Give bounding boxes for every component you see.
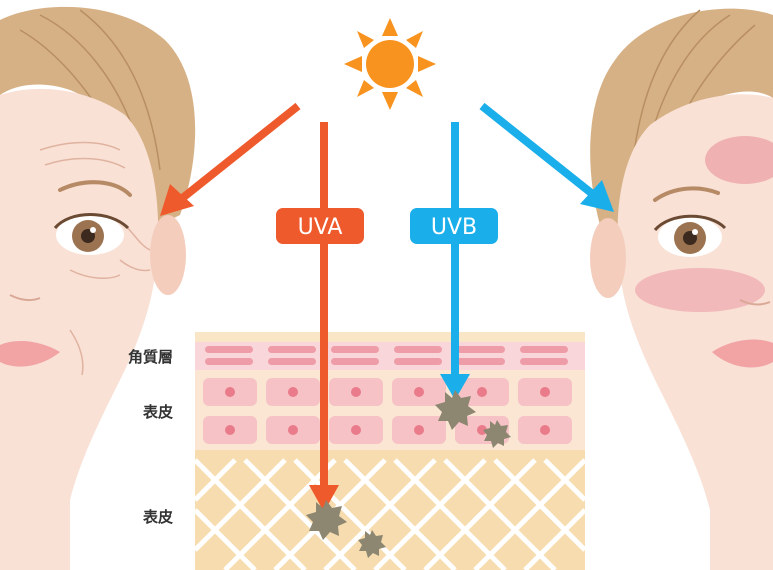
corneum-cells — [205, 346, 568, 365]
right-face-lips — [712, 339, 773, 368]
uvb-label-text: UVB — [431, 215, 477, 240]
left-face-ear — [150, 215, 186, 295]
left-face-wrinkles — [39, 141, 151, 376]
right-face-eyebrow — [653, 186, 720, 202]
right-face-sunburn-forehead — [705, 136, 773, 184]
right-face-sunburn-cheek — [635, 268, 765, 312]
left-face-eye-shine — [90, 227, 96, 233]
label-epidermis: 表皮 — [143, 403, 173, 421]
uva-label: UVA — [276, 208, 364, 244]
uva-rays: UVA — [160, 102, 364, 512]
right-face-eyelashes — [653, 214, 727, 232]
left-face-eyelashes — [53, 213, 130, 230]
left-face-lips — [0, 340, 60, 367]
damage-spot-epidermis-1 — [435, 390, 476, 430]
sun-icon — [344, 18, 436, 110]
damage-spot-epidermis-2 — [483, 420, 511, 448]
uva-arrow-to-face — [177, 102, 301, 204]
uvb-arrowhead-face — [580, 180, 614, 212]
uva-arrowhead-skin — [309, 485, 339, 512]
uvb-arrowhead-skin — [440, 374, 470, 400]
left-face-eyebrow — [58, 180, 132, 197]
uva-arrowhead-face — [160, 184, 194, 216]
uvb-label: UVB — [410, 208, 498, 244]
label-dermis: 表皮 — [143, 508, 173, 526]
epidermis-cells — [203, 378, 572, 444]
uvb-arrow-to-face — [479, 102, 598, 200]
damage-spot-dermis-2 — [358, 530, 386, 558]
left-face-skin — [0, 88, 159, 570]
right-face-ear — [590, 218, 626, 298]
skin-cross-section — [193, 332, 587, 570]
right-face-burned — [590, 8, 773, 570]
left-face-aged — [0, 6, 196, 570]
uvb-rays: UVB — [410, 102, 614, 400]
dermis-collagen-mesh — [193, 458, 587, 570]
right-face-nose — [739, 299, 771, 306]
label-stratum-corneum: 角質層 — [128, 348, 173, 366]
right-face-eye-shine — [692, 229, 698, 235]
left-face-nose — [9, 294, 41, 302]
uva-label-text: UVA — [298, 215, 343, 240]
damage-spot-dermis-1 — [306, 500, 347, 540]
right-face-skin — [617, 94, 773, 570]
dermis-layer — [195, 450, 585, 570]
damage-spots — [306, 390, 511, 558]
stratum-corneum-layer — [195, 342, 585, 370]
skin-surface — [195, 332, 585, 342]
